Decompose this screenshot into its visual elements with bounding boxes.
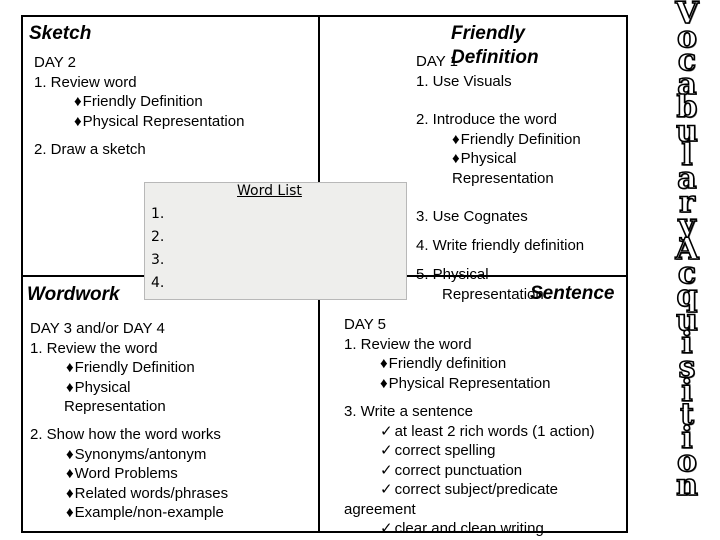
wordwork-bullet: Physical	[30, 378, 195, 398]
quadrant-frame	[21, 15, 628, 533]
sentence-steps: DAY 5 1. Review the word Friendly defini…	[344, 315, 550, 393]
sentence-check: clear and clean writing	[344, 519, 595, 539]
wordwork-step-1: 1. Review the word	[30, 339, 158, 357]
sentence-step-1: 1. Review the word	[344, 335, 472, 353]
friendly-day: DAY 1	[416, 53, 458, 70]
wordwork-step-2: 2. Show how the word works	[30, 426, 221, 443]
vertical-letter: l	[680, 137, 693, 173]
sketch-bullet: Physical Representation	[34, 112, 245, 132]
word-list-item: 1.	[151, 206, 165, 222]
vertical-letter: i	[680, 326, 693, 362]
vertical-letter: y	[677, 208, 696, 244]
sketch-day: DAY 2	[34, 54, 76, 71]
vertical-letter: n	[675, 467, 698, 503]
vertical-title: V o c a b u l a r y A c q u i s i t i o …	[656, 0, 718, 503]
vertical-letter: V	[675, 0, 700, 31]
friendly-step-3: 3. Use Cognates	[416, 208, 528, 225]
sketch-step-1: 1. Review word	[34, 73, 137, 91]
sentence-check: at least 2 rich words (1 action)	[344, 422, 595, 442]
vertical-letter: i	[680, 373, 693, 409]
vertical-letter: c	[677, 255, 697, 291]
friendly-step-2-block: 2. Introduce the word Friendly Definitio…	[416, 110, 581, 188]
sentence-bullet: Physical Representation	[344, 374, 551, 394]
vertical-letter: a	[676, 161, 697, 197]
sketch-heading: Sketch	[29, 23, 92, 44]
friendly-step-5-block: 5. Physical Representation	[416, 265, 544, 304]
sentence-step-3-block: 3. Write a sentence at least 2 rich word…	[344, 402, 595, 539]
wordwork-bullet-cont: Representation	[64, 398, 166, 415]
word-list-item: 4.	[151, 275, 165, 291]
friendly-step-2: 2. Introduce the word	[416, 111, 557, 128]
wordwork-steps: DAY 3 and/or DAY 4 1. Review the word Fr…	[30, 319, 195, 417]
vertical-letter: r	[678, 184, 695, 220]
friendly-step-5: 5. Physical	[416, 266, 489, 283]
word-list-box: Word List 1. 2. 3. 4.	[144, 182, 407, 300]
friendly-step-4: 4. Write friendly definition	[416, 237, 585, 254]
friendly-bullet: Physical	[416, 149, 581, 169]
word-list-item: 3.	[151, 252, 165, 268]
vertical-letter: c	[677, 43, 697, 79]
sketch-bullet: Friendly Definition	[34, 92, 244, 112]
vertical-letter: u	[675, 302, 698, 338]
wordwork-step-2-block: 2. Show how the word works Synonyms/anto…	[30, 425, 228, 523]
vertical-letter: A	[675, 231, 700, 267]
wordwork-heading: Wordwork	[27, 284, 120, 305]
friendly-bullet: Friendly Definition	[416, 130, 581, 150]
friendly-heading-line1: Friendly	[451, 23, 525, 44]
vertical-letter: o	[676, 19, 698, 55]
friendly-step-5-cont: Representation	[442, 285, 544, 303]
friendly-bullet-cont: Representation	[452, 169, 554, 187]
sentence-check: correct subject/predicate	[344, 480, 595, 500]
sketch-step-2: 2. Draw a sketch	[34, 141, 146, 158]
word-list-items: 1. 2. 3. 4.	[151, 203, 164, 295]
word-list-item: 2.	[151, 229, 165, 245]
vertical-letter: q	[676, 279, 699, 315]
wordwork-bullet: Related words/phrases	[30, 484, 228, 504]
wordwork-bullet: Example/non-example	[30, 503, 228, 523]
wordwork-bullet: Synonyms/antonym	[30, 445, 228, 465]
vertical-letter: o	[676, 444, 698, 480]
sketch-steps: DAY 2 1. Review word Friendly Definition…	[34, 53, 244, 131]
wordwork-bullet: Word Problems	[30, 464, 228, 484]
sentence-day: DAY 5	[344, 316, 386, 333]
friendly-heading-line2: Definition	[451, 47, 539, 68]
friendly-step-1: 1. Use Visuals	[416, 73, 512, 90]
vertical-letter: b	[676, 90, 699, 126]
wordwork-day: DAY 3 and/or DAY 4	[30, 320, 165, 337]
vertical-letter: i	[680, 420, 693, 456]
vertical-letter: s	[678, 349, 696, 385]
vertical-letter: u	[675, 113, 698, 149]
sentence-check-cont: agreement	[344, 500, 416, 518]
sentence-step-3: 3. Write a sentence	[344, 403, 473, 420]
word-list-title: Word List	[237, 183, 302, 199]
vertical-letter: t	[679, 397, 694, 433]
sentence-check: correct punctuation	[344, 461, 595, 481]
wordwork-bullet: Friendly Definition	[30, 358, 195, 378]
sentence-bullet: Friendly definition	[344, 354, 550, 374]
sentence-check: correct spelling	[344, 441, 595, 461]
sentence-heading: Sentence	[530, 283, 615, 304]
vertical-letter: a	[676, 66, 697, 102]
